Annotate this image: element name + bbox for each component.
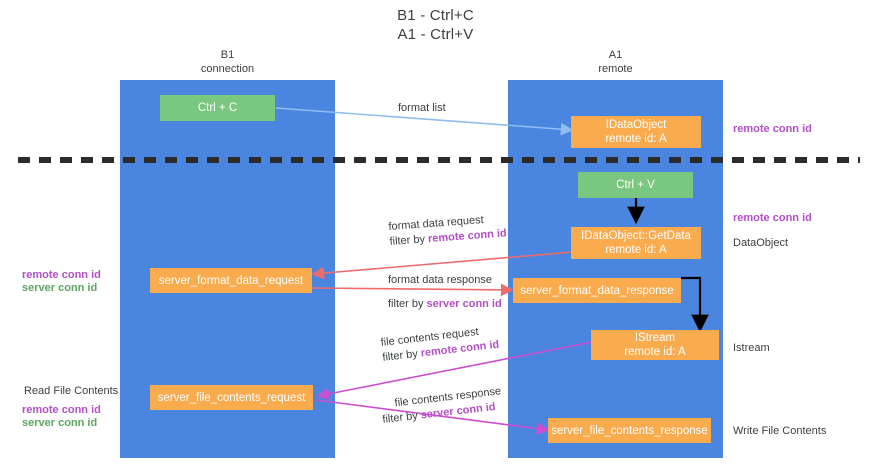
node-server-file-contents-response-label: server_file_contents_response	[551, 424, 708, 437]
arrow-label-file-contents-response: file contents response filter by server …	[380, 384, 504, 428]
lane-header-a1: A1 remote	[508, 48, 723, 76]
node-ctrl-c[interactable]: Ctrl + C	[160, 95, 275, 121]
right-label-remote-conn-id-top: remote conn id	[733, 123, 812, 135]
arrow-label-file-contents-response-filter-prefix: filter by	[381, 409, 422, 426]
arrow-label-format-data-request-filter-prefix: filter by	[389, 233, 429, 248]
node-server-file-contents-response[interactable]: server_file_contents_response	[548, 418, 711, 443]
right-label-remote-conn-id-mid: remote conn id	[733, 212, 812, 224]
right-label-istream: Istream	[733, 342, 770, 354]
arrow-label-format-data-request: format data request filter by remote con…	[388, 211, 507, 250]
arrow-label-format-data-response-filter-prefix: filter by	[388, 298, 427, 310]
node-idataobject[interactable]: IDataObject remote id: A	[571, 116, 701, 148]
node-server-format-data-request[interactable]: server_format_data_request	[150, 268, 312, 293]
arrow-label-format-list: format list	[398, 101, 446, 116]
node-istream-line2: remote id: A	[624, 346, 686, 358]
node-server-file-contents-request-label: server_file_contents_request	[157, 391, 306, 404]
lane-header-b1: B1 connection	[120, 48, 335, 76]
lane-b1-subtitle: connection	[200, 63, 255, 75]
left-label-read-file-contents: Read File Contents	[24, 385, 119, 397]
arrow-label-format-data-response: format data response filter by server co…	[388, 273, 502, 312]
title-line-2: A1 - Ctrl+V	[397, 26, 474, 43]
lane-a1-subtitle: remote	[598, 63, 633, 75]
right-label-dataobject: DataObject	[733, 237, 789, 249]
left-label-server-conn-id-mid: server conn id	[22, 282, 98, 294]
node-server-file-contents-request[interactable]: server_file_contents_request	[150, 385, 313, 410]
title-line-1: B1 - Ctrl+C	[397, 7, 474, 24]
lane-a1-title: A1	[608, 49, 623, 61]
node-getdata-line1: IDataObject::GetData	[581, 230, 691, 242]
node-idataobject-line1: IDataObject	[605, 119, 667, 131]
node-server-format-data-response-label: server_format_data_response	[520, 284, 674, 297]
page-title: B1 - Ctrl+C A1 - Ctrl+V	[0, 6, 871, 44]
node-istream-line1: IStream	[634, 332, 676, 344]
arrow-label-format-data-response-text: format data response	[388, 274, 492, 286]
node-getdata-line2: remote id: A	[605, 244, 667, 256]
node-ctrl-c-label: Ctrl + C	[197, 102, 238, 114]
node-istream[interactable]: IStream remote id: A	[591, 330, 719, 360]
arrow-label-file-contents-request: file contents request filter by remote c…	[380, 323, 500, 366]
left-label-remote-conn-id-mid: remote conn id	[22, 269, 101, 281]
arrow-label-file-contents-request-filter-prefix: filter by	[381, 347, 422, 364]
node-idataobject-getdata[interactable]: IDataObject::GetData remote id: A	[571, 227, 701, 259]
node-idataobject-line2: remote id: A	[605, 133, 667, 145]
left-label-remote-conn-id-bottom: remote conn id	[22, 404, 101, 416]
node-server-format-data-request-label: server_format_data_request	[158, 274, 304, 287]
arrow-label-format-data-response-filter-key: server conn id	[426, 298, 502, 310]
node-ctrl-v-label: Ctrl + V	[616, 179, 655, 191]
node-ctrl-v[interactable]: Ctrl + V	[578, 172, 693, 198]
lane-b1-title: B1	[220, 49, 235, 61]
arrow-label-format-list-text: format list	[398, 102, 446, 114]
left-label-server-conn-id-bottom: server conn id	[22, 417, 98, 429]
node-server-format-data-response[interactable]: server_format_data_response	[513, 278, 681, 303]
right-label-write-file-contents: Write File Contents	[733, 425, 827, 437]
